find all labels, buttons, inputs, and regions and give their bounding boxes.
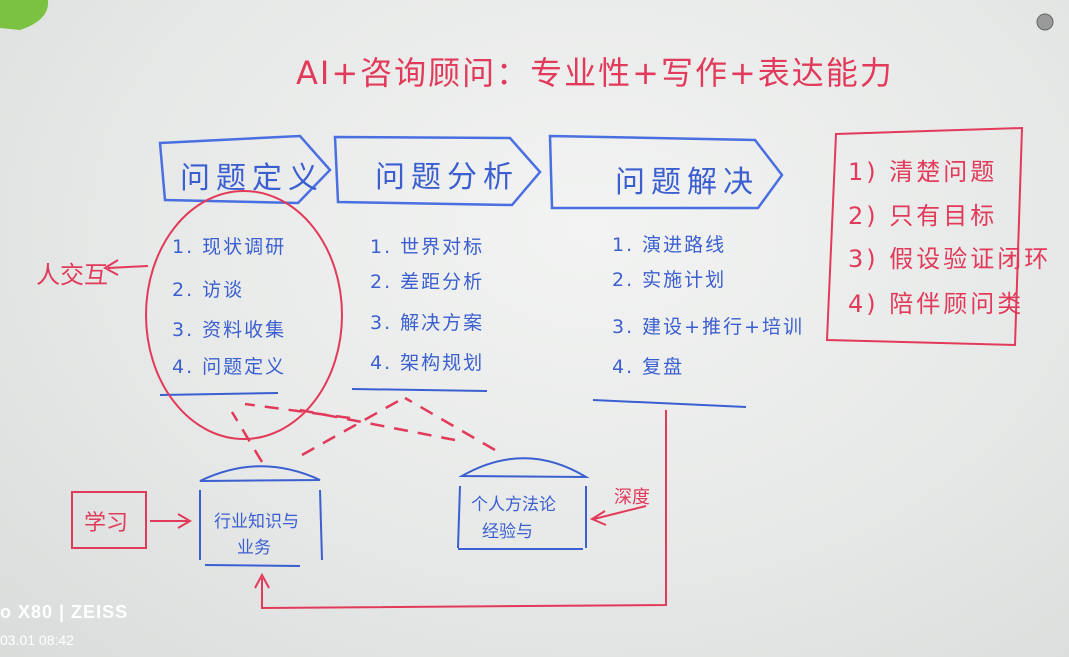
underline-1	[159, 392, 279, 396]
definition-item: 1. 现状调研	[172, 236, 287, 258]
personal-knowledge-line: 个人方法论	[471, 495, 556, 515]
underline-2	[351, 388, 488, 392]
personal-cap	[458, 457, 590, 479]
learning-box	[71, 491, 147, 549]
arrow-to-interaction	[107, 265, 149, 269]
industry-knowledge-line: 业务	[237, 538, 271, 558]
industry-cap	[199, 465, 321, 482]
right-list-item: 2) 只有目标	[848, 202, 998, 230]
photo-timestamp: 03.01 08:42	[0, 632, 74, 648]
right-red-box	[825, 126, 1024, 347]
phase-label-analysis: 问题分析	[375, 160, 519, 195]
solution-item: 4. 复盘	[612, 356, 685, 378]
phase-label-definition: 问题定义	[180, 161, 324, 196]
interaction-label: 人交互	[36, 261, 108, 289]
board-title: AI+咨询顾问：专业性+写作+表达能力	[296, 54, 894, 92]
right-list-item: 1) 清楚问题	[848, 158, 998, 186]
analysis-item: 3. 解决方案	[370, 312, 485, 334]
learning-label: 学习	[84, 511, 129, 536]
analysis-item: 2. 差距分析	[370, 271, 485, 293]
phase-box-solution	[548, 134, 784, 210]
definition-item: 3. 资料收集	[172, 319, 287, 341]
definition-item: 2. 访谈	[172, 279, 245, 301]
phase-label-solution: 问题解决	[615, 165, 759, 200]
phase-box-definition	[158, 134, 332, 205]
industry-knowledge-line: 行业知识与	[214, 512, 299, 532]
underline-3	[592, 399, 747, 408]
green-sticker	[0, 0, 49, 30]
depth-label: 深度	[614, 487, 650, 508]
phase-box-analysis	[333, 135, 542, 207]
analysis-item: 1. 世界对标	[370, 236, 485, 258]
personal-knowledge-line: 经验与	[482, 522, 533, 542]
magnet	[1036, 13, 1054, 31]
solution-item: 3. 建设+推行+培训	[612, 316, 805, 338]
camera-brand-watermark: o X80 | ZEISS	[0, 602, 129, 622]
right-list-item: 3) 假设验证闭环	[848, 245, 1052, 273]
right-list-item: 4) 陪伴顾问类	[848, 290, 1025, 318]
analysis-item: 4. 架构规划	[370, 352, 485, 374]
definition-item: 4. 问题定义	[172, 356, 287, 378]
solution-item: 2. 实施计划	[612, 269, 727, 291]
loop-line	[261, 410, 667, 610]
red-ellipse	[145, 190, 343, 440]
solution-item: 1. 演进路线	[612, 234, 727, 256]
